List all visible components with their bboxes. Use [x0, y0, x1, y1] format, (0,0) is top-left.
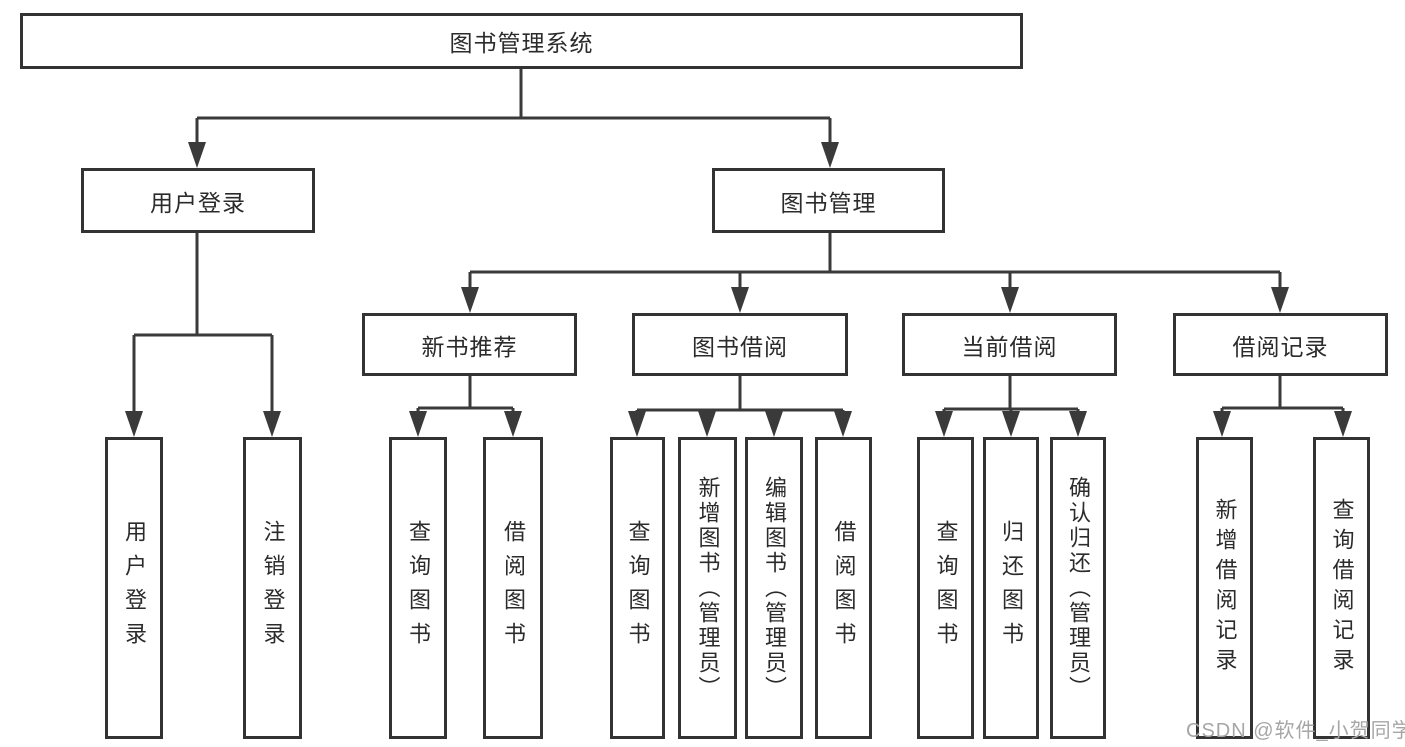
node-label: 图书借阅	[692, 333, 788, 360]
node-label: 注销登录	[260, 520, 286, 656]
node-label: 借阅图书	[501, 520, 526, 656]
leaf-query-book-2: 查询图书	[610, 437, 665, 739]
leaf-borrow-book-2: 借阅图书	[815, 437, 872, 739]
leaf-query-book-1: 查询图书	[389, 437, 447, 739]
node-user-login: 用户登录	[81, 168, 315, 233]
leaf-borrow-book-1: 借阅图书	[483, 437, 543, 739]
arrowhead-icon	[628, 411, 646, 437]
node-label: 查询图书	[933, 520, 959, 656]
arrowhead-icon	[765, 411, 783, 437]
leaf-query-book-3: 查询图书	[917, 437, 974, 739]
leaf-add-borrow-record: 新增借阅记录	[1196, 437, 1253, 739]
node-label: 借阅图书	[831, 520, 857, 656]
arrowhead-icon	[125, 411, 143, 437]
leaf-confirm-return-admin: 确认归还（管理员）	[1050, 437, 1106, 739]
leaf-user-login: 用户登录	[105, 437, 163, 739]
arrowhead-icon	[821, 142, 839, 168]
node-label: 编辑图书（管理员）	[762, 475, 787, 701]
arrowhead-icon	[263, 411, 281, 437]
arrowhead-icon	[504, 411, 522, 437]
connector-new-book-children	[409, 376, 522, 437]
node-label: 新增图书（管理员）	[695, 475, 721, 701]
node-label: 查询图书	[625, 520, 651, 656]
leaf-logout: 注销登录	[243, 437, 302, 739]
node-label: 归还图书	[999, 520, 1024, 656]
node-label: 当前借阅	[961, 333, 1058, 360]
node-label: 查询借阅记录	[1329, 498, 1355, 678]
csdn-watermark: CSDN @软件_小贺同学	[1186, 720, 1405, 742]
arrowhead-icon	[698, 411, 716, 437]
node-label: 确认归还（管理员）	[1066, 475, 1091, 701]
node-label: 用户登录	[122, 520, 147, 656]
arrowhead-icon	[935, 411, 953, 437]
connector-current-borrow-children	[935, 376, 1087, 437]
connector-user-login-children	[125, 233, 281, 437]
node-label: 查询图书	[406, 520, 431, 656]
node-book-management: 图书管理	[712, 168, 945, 233]
leaf-add-book-admin: 新增图书（管理员）	[678, 437, 737, 739]
arrowhead-icon	[1069, 411, 1087, 437]
arrowhead-icon	[1001, 287, 1019, 313]
node-label: 图书管理	[780, 189, 877, 216]
arrowhead-icon	[461, 287, 479, 313]
node-root-library-system: 图书管理系统	[20, 13, 1023, 69]
arrowhead-icon	[731, 287, 749, 313]
arrowhead-icon	[1002, 411, 1020, 437]
node-current-borrow: 当前借阅	[902, 313, 1117, 376]
node-label: 新增借阅记录	[1212, 498, 1238, 678]
arrowhead-icon	[1213, 411, 1231, 437]
connector-borrow-record-children	[1213, 376, 1352, 437]
node-new-book-recommend: 新书推荐	[362, 313, 577, 376]
node-borrow-record: 借阅记录	[1173, 313, 1388, 376]
arrowhead-icon	[188, 142, 206, 168]
leaf-edit-book-admin: 编辑图书（管理员）	[745, 437, 803, 739]
arrowhead-icon	[1271, 287, 1289, 313]
connector-book-borrow-children	[628, 376, 852, 437]
leaf-query-borrow-record: 查询借阅记录	[1313, 437, 1370, 739]
node-label: 新书推荐	[421, 333, 518, 360]
node-label: 借阅记录	[1232, 333, 1329, 360]
arrowhead-icon	[834, 411, 852, 437]
arrowhead-icon	[1334, 411, 1352, 437]
node-book-borrow: 图书借阅	[632, 313, 848, 376]
node-label: 图书管理系统	[449, 30, 594, 56]
leaf-return-book: 归还图书	[983, 437, 1039, 739]
arrowhead-icon	[409, 411, 427, 437]
node-label: 用户登录	[150, 189, 246, 216]
connector-root-to-level2	[188, 69, 839, 168]
connector-book-mgmt-children	[461, 233, 1289, 313]
